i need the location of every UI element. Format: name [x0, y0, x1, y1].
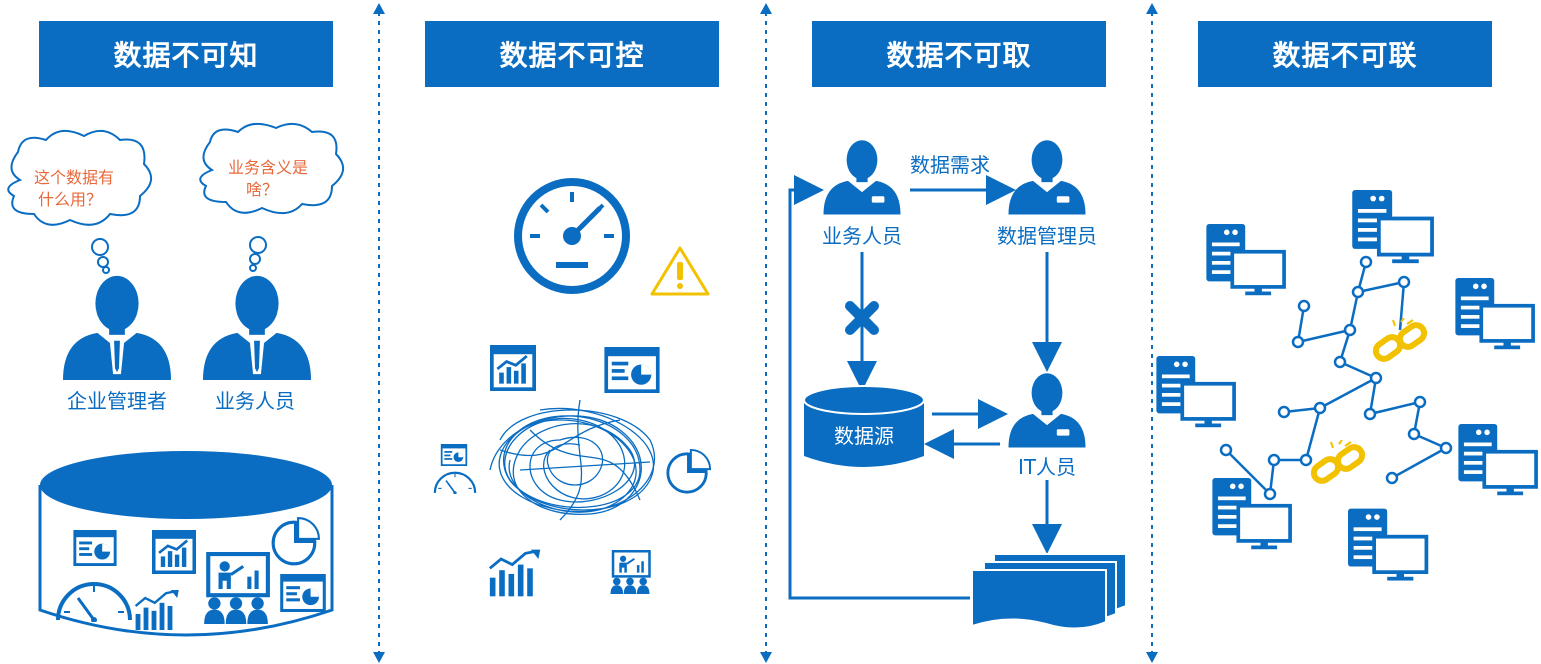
panel-title-uncontrollable: 数据不可控 — [425, 21, 719, 87]
server-icon — [1458, 424, 1538, 498]
document-stack-icon — [971, 553, 1127, 630]
label-it-person: IT人员 — [1018, 455, 1076, 479]
bar-chart-icon — [488, 548, 542, 598]
server-icon — [1206, 224, 1286, 298]
label-business-person: 业务人员 — [822, 224, 902, 248]
business-person-icon — [203, 275, 311, 380]
presentation-icon — [609, 549, 651, 596]
presentation-icon — [204, 554, 268, 624]
speedometer-icon — [514, 178, 630, 294]
bubble-left-line2: 什么用？ — [38, 190, 102, 209]
mini-dashboard-icon — [440, 444, 468, 466]
network-links — [1225, 261, 1447, 495]
server-icon — [1212, 478, 1292, 552]
manager-person-icon — [63, 275, 171, 380]
dashboard-card-icon — [75, 531, 115, 564]
bubble-left-line1: 这个数据有 — [34, 168, 114, 187]
broken-link-icon — [1311, 440, 1365, 484]
question-bubble-icon — [7, 129, 152, 274]
tangled-lines-icon — [489, 399, 656, 521]
bubble-right-line1: 业务含义是 — [228, 158, 308, 177]
warning-icon — [650, 246, 710, 296]
business-person-icon — [823, 140, 901, 215]
it-person-icon — [1008, 373, 1086, 448]
panel-title-unlinkable: 数据不可联 — [1198, 21, 1492, 87]
report-card-icon — [280, 574, 326, 612]
divider-arrowheads — [373, 3, 1158, 663]
server-icon — [1454, 278, 1535, 352]
dashboard-card-icon — [604, 347, 660, 393]
server-icon — [1156, 356, 1236, 430]
analytics-card-icon — [151, 530, 197, 574]
person-label-business: 业务人员 — [215, 389, 295, 413]
label-data-source: 数据源 — [834, 424, 894, 448]
data-manager-icon — [1008, 140, 1086, 215]
network-nodes — [1219, 255, 1453, 501]
panel-title-unknowable: 数据不可知 — [39, 21, 333, 87]
analytics-card-icon — [489, 345, 537, 391]
label-data-manager: 数据管理员 — [997, 224, 1097, 248]
person-label-manager: 企业管理者 — [67, 389, 167, 413]
gauge-icon — [433, 471, 477, 494]
bubble-right-line2: 啥？ — [246, 180, 278, 199]
server-icon — [1348, 508, 1429, 583]
data-source-icon — [803, 385, 925, 467]
question-bubble-icon — [199, 122, 344, 272]
flow-label-requirement: 数据需求 — [910, 153, 990, 177]
panel-title-unobtainable: 数据不可取 — [812, 21, 1106, 87]
arrow-feedback-loop — [788, 175, 970, 600]
pie-chart-icon — [666, 448, 712, 494]
x-mark-icon — [845, 301, 879, 335]
server-icon — [1352, 190, 1434, 266]
